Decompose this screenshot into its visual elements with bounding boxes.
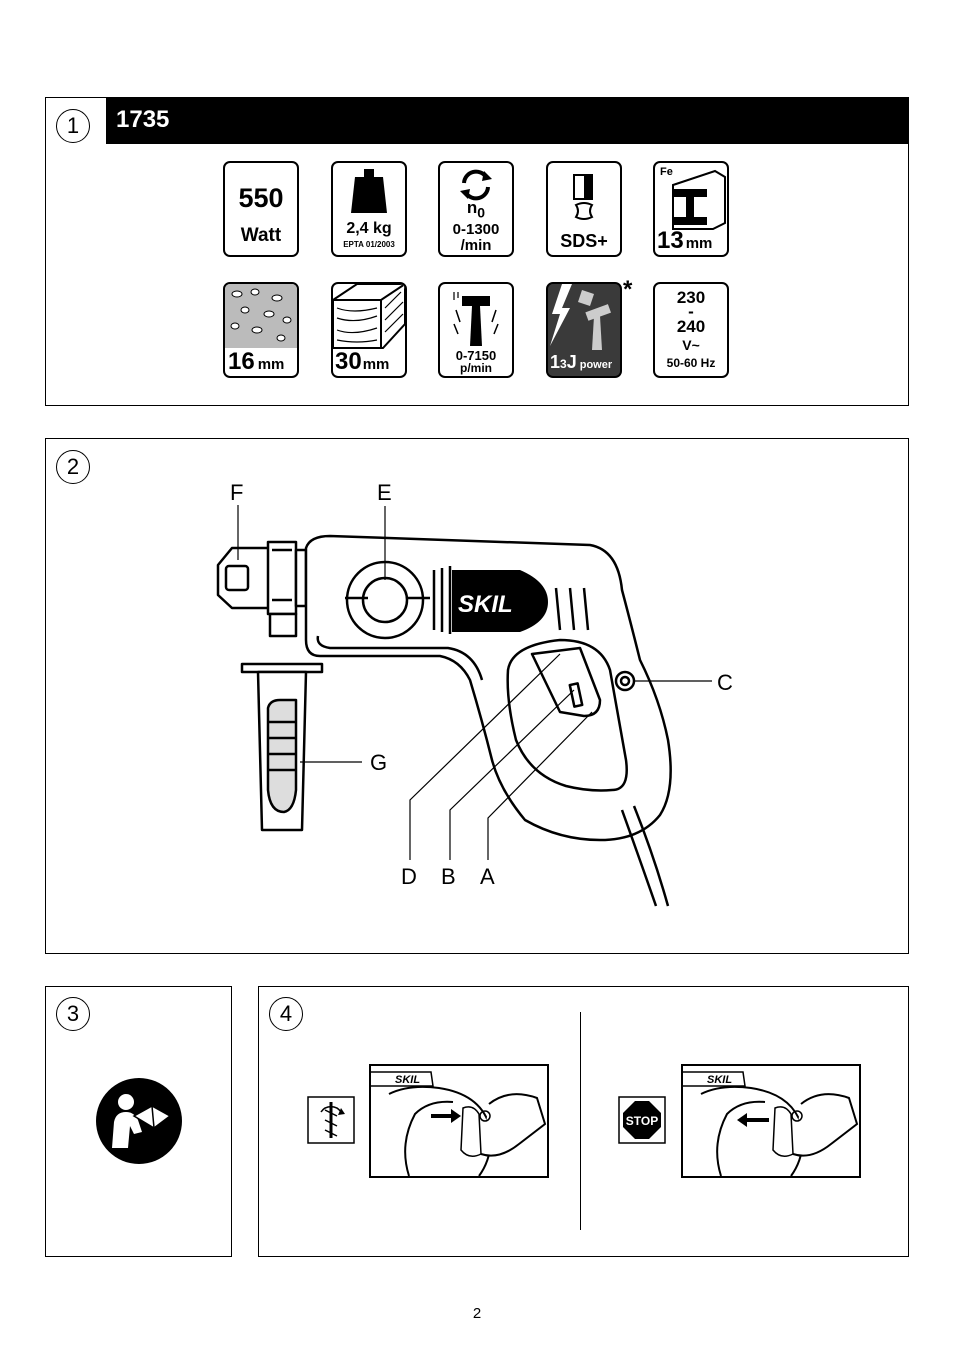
no-load-symbol: n xyxy=(466,198,478,217)
no-load-unit: /min xyxy=(460,237,492,254)
switch-on-illustration: SKIL xyxy=(369,1064,549,1178)
weight-value: 2,4 kg xyxy=(346,220,392,237)
stop-sign-icon: STOP xyxy=(618,1096,666,1144)
tile-weight: 2,4 kg EPTA 01/2003 xyxy=(331,161,407,257)
label-c: C xyxy=(717,670,733,695)
energy-value-b: 3 xyxy=(560,357,567,371)
read-manual-icon xyxy=(96,1078,182,1164)
chuck-icon xyxy=(573,174,594,220)
tile-no-load-speed: n0 0-1300 /min xyxy=(438,161,514,257)
power-value: 550 xyxy=(238,183,284,213)
svg-text:SKIL: SKIL xyxy=(707,1074,732,1086)
steel-value: 13 xyxy=(657,227,684,254)
wood-icon xyxy=(333,284,405,349)
tile-sds-chuck: SDS+ xyxy=(546,161,622,257)
concrete-unit: mm xyxy=(257,356,285,373)
power-unit: Watt xyxy=(240,225,282,246)
voltage-top: 230 xyxy=(676,288,706,307)
weight-note: EPTA 01/2003 xyxy=(343,240,395,249)
label-g: G xyxy=(370,750,388,775)
rotation-drill-icon xyxy=(307,1096,355,1144)
energy-value-a: 1 xyxy=(550,352,561,372)
chuck-label: SDS+ xyxy=(560,231,608,251)
model-title-bar: 1735 xyxy=(106,98,908,144)
impact-range: 0-7150 xyxy=(455,348,497,363)
voltage-sep: - xyxy=(688,302,694,321)
panel-number-1: 1 xyxy=(56,109,90,143)
concrete-icon xyxy=(225,284,297,348)
hammer-icon xyxy=(453,292,499,346)
label-f: F xyxy=(230,480,244,505)
steel-symbol: Fe xyxy=(660,166,673,178)
tile-wood-capacity: 30mm xyxy=(331,282,407,378)
panel-read-manual xyxy=(45,986,232,1257)
panel-divider xyxy=(580,1012,581,1230)
tile-impact-rate: 0-7150 p/min xyxy=(438,282,514,378)
wood-value: 30 xyxy=(335,348,362,375)
switch-off-illustration: SKIL xyxy=(681,1064,861,1178)
energy-note-asterisk: * xyxy=(623,276,633,303)
label-a: A xyxy=(480,864,495,889)
wood-unit: mm xyxy=(362,356,390,373)
energy-word: power xyxy=(579,359,613,371)
stop-sign-text: STOP xyxy=(626,1114,658,1128)
weight-icon xyxy=(351,169,387,213)
impact-unit: p/min xyxy=(460,361,492,375)
panel-number-3: 3 xyxy=(56,997,90,1031)
panel-specifications xyxy=(45,97,909,406)
label-e: E xyxy=(377,480,392,505)
page-number: 2 xyxy=(472,1305,482,1322)
voltage-bottom: 240 xyxy=(676,317,706,336)
voltage-unit: V~ xyxy=(682,337,700,353)
steel-unit: mm xyxy=(685,235,713,252)
impact-energy-icon xyxy=(548,284,620,376)
energy-unit: J xyxy=(566,352,577,372)
rotation-icon xyxy=(460,169,492,201)
panel-tool-diagram xyxy=(45,438,909,954)
svg-text:SKIL: SKIL xyxy=(395,1074,420,1086)
tile-voltage: 230 - 240 V~ 50-60 Hz xyxy=(653,282,729,378)
steel-beam-icon xyxy=(672,169,726,230)
no-load-sub: 0 xyxy=(477,204,486,221)
panel-number-4: 4 xyxy=(269,997,303,1031)
frequency: 50-60 Hz xyxy=(666,356,716,370)
panel-number-2: 2 xyxy=(56,450,90,484)
tile-power: 550 Watt xyxy=(223,161,299,257)
label-d: D xyxy=(401,864,417,889)
concrete-value: 16 xyxy=(228,348,255,375)
label-b: B xyxy=(441,864,456,889)
no-load-range: 0-1300 xyxy=(452,221,500,238)
panel-switch-operation xyxy=(258,986,909,1257)
